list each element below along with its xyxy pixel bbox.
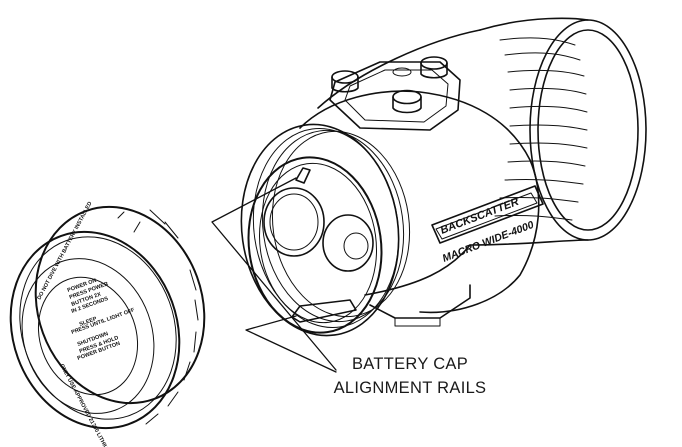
brand-logo-text: BACKSCATTER MACRO WIDE-4000 xyxy=(439,196,536,265)
callout-line-2: ALIGNMENT RAILS xyxy=(333,379,487,397)
callout-label: BATTERY CAP ALIGNMENT RAILS xyxy=(290,352,530,400)
cap-sleep-1: SLEEP xyxy=(79,316,98,328)
callout-line-1: BATTERY CAP xyxy=(351,355,469,373)
battery-cap xyxy=(9,205,206,430)
callout-leader-lines xyxy=(211,177,337,373)
brand-label-plate xyxy=(431,185,544,244)
video-light-body xyxy=(240,17,647,337)
